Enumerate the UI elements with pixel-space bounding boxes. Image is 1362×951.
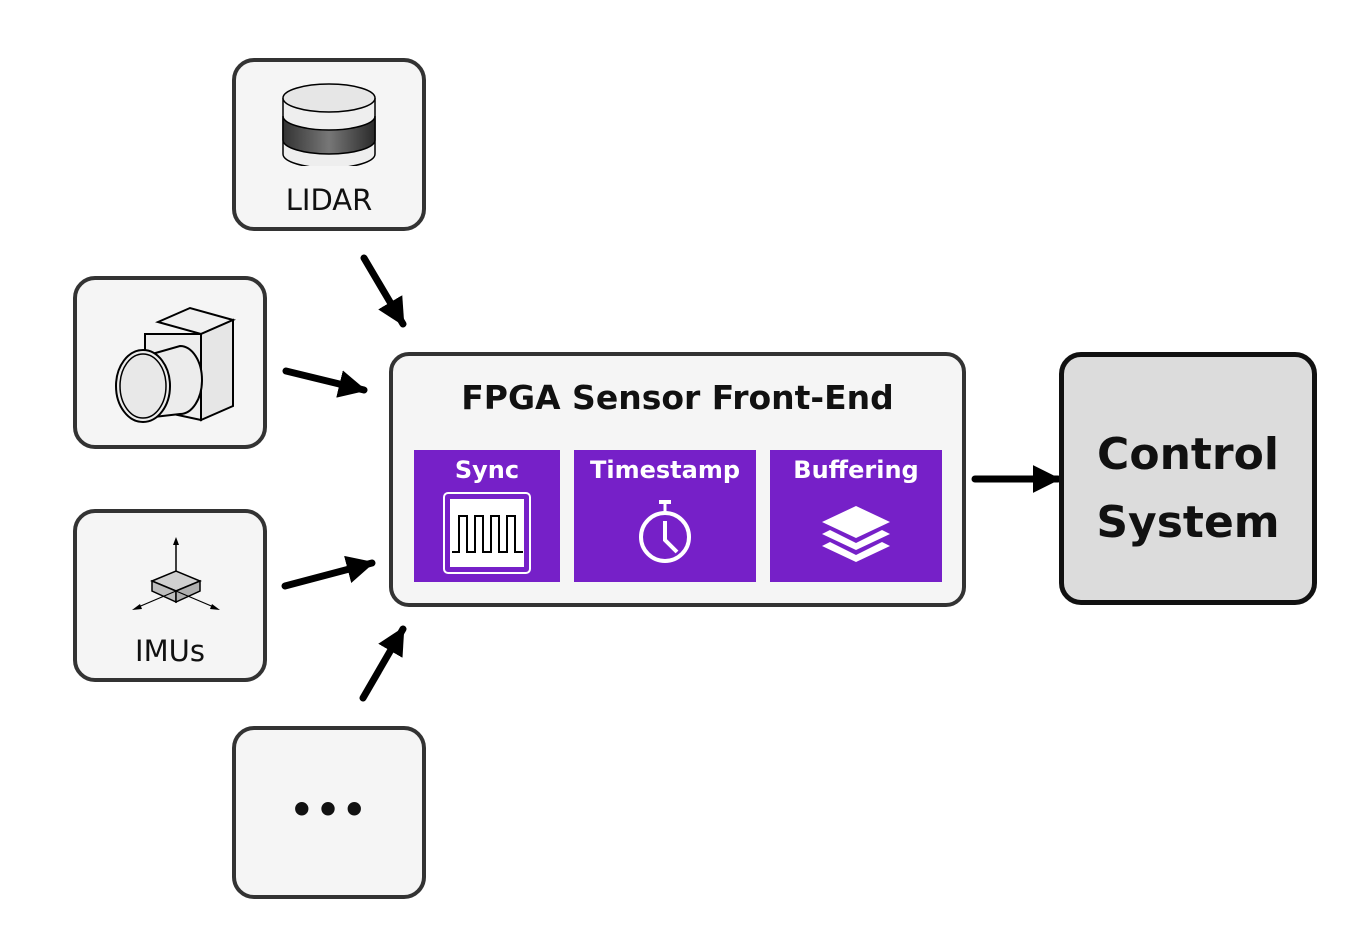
arrow-lidar-to-fpga	[360, 254, 407, 328]
imu-sensor-box: IMUs	[73, 509, 267, 682]
stopwatch-icon	[639, 500, 691, 563]
module-timestamp: Timestamp	[574, 450, 756, 582]
camera-sensor-box	[73, 276, 267, 449]
control-line-2: System	[1096, 497, 1280, 548]
fpga-title: FPGA Sensor Front-End	[461, 378, 894, 417]
imu-label: IMUs	[135, 634, 205, 668]
lidar-sensor-box: LIDAR	[232, 58, 426, 231]
more-sensors-box: •••	[232, 726, 426, 899]
arrow-imu-to-fpga	[281, 555, 376, 590]
module-buffering: Buffering	[770, 450, 942, 582]
control-system-box: Control System	[1059, 352, 1317, 605]
lidar-label: LIDAR	[285, 183, 373, 217]
arrow-more-to-fpga	[359, 625, 407, 702]
control-line-1: Control	[1097, 429, 1279, 480]
arrow-camera-to-fpga	[282, 367, 368, 398]
layers-icon	[822, 506, 890, 562]
fpga-front-end-box: FPGA Sensor Front-End Sync Timestamp Buf…	[389, 352, 966, 607]
camera-icon	[115, 306, 236, 423]
imu-icon	[132, 537, 220, 610]
square-wave-icon	[443, 492, 531, 574]
module-sync: Sync	[414, 450, 560, 582]
control-system-title: Control System	[1064, 421, 1312, 557]
module-timestamp-label: Timestamp	[589, 456, 741, 484]
module-sync-label: Sync	[454, 456, 520, 484]
lidar-icon	[282, 83, 376, 166]
ellipsis-icon: •••	[289, 788, 369, 832]
module-buffering-label: Buffering	[793, 456, 919, 484]
